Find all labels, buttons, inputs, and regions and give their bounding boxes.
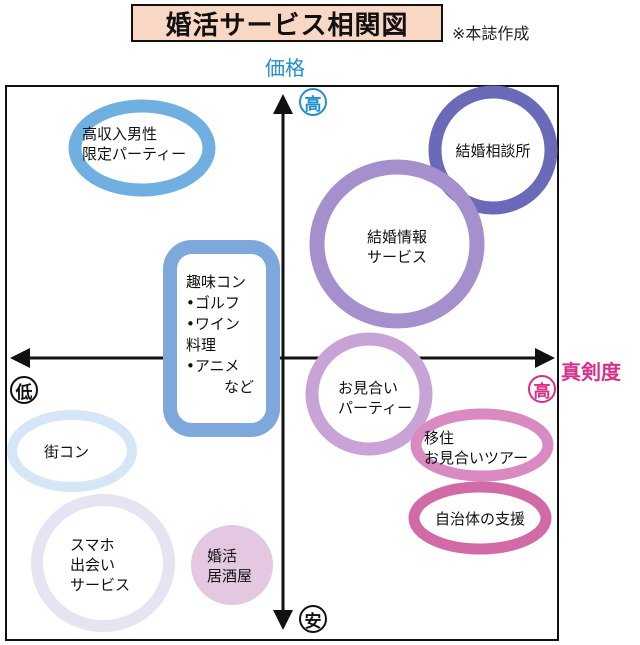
ring-high-income xyxy=(68,99,216,197)
label-hobby: 趣味コン •ゴルフ •ワイン 料理 •アニメ など xyxy=(186,272,254,398)
seriousness-low-badge: 低 xyxy=(10,376,38,404)
label-line: 自治体の支援 xyxy=(434,510,525,528)
label-line: 料理 xyxy=(186,336,217,354)
label-line: 移住 xyxy=(424,429,455,447)
label-line: 高収入男性 xyxy=(82,125,158,143)
label-line: サービス xyxy=(366,248,427,266)
label-machi-kon: 街コン xyxy=(44,442,89,462)
price-high-badge: 高 xyxy=(299,88,327,116)
diagram-title: 婚活サービス相関図 xyxy=(131,4,443,42)
label-line: お見合い xyxy=(338,379,399,397)
price-low-badge: 安 xyxy=(299,605,327,633)
label-line: •アニメ xyxy=(186,357,240,375)
seriousness-high-badge: 高 xyxy=(528,375,556,403)
label-info-service: 結婚情報 サービス xyxy=(347,227,447,267)
seriousness-axis-label: 真剣度 xyxy=(561,360,621,384)
vertical-axis-arrow-bottom xyxy=(273,610,293,630)
horizontal-axis-arrow-right xyxy=(535,348,555,368)
label-line: 結婚情報 xyxy=(366,228,427,246)
label-line: など xyxy=(224,378,255,396)
label-municipal: 自治体の支援 xyxy=(420,509,540,529)
label-consultation: 結婚相談所 xyxy=(443,141,543,161)
ring-izakaya xyxy=(191,525,273,605)
label-line: 限定パーティー xyxy=(82,145,187,163)
ring-info-service xyxy=(309,159,485,329)
source-note: ※本誌作成 xyxy=(452,24,530,43)
label-relocation-tour: 移住 お見合いツアー xyxy=(424,428,528,468)
label-line: サービス xyxy=(70,576,131,594)
label-line: 婚活 xyxy=(207,547,238,565)
label-omiai-party: お見合い パーティー xyxy=(338,378,412,418)
horizontal-axis-arrow-left xyxy=(10,348,30,368)
label-line: 出会い xyxy=(70,556,116,574)
label-line: お見合いツアー xyxy=(424,449,529,467)
label-izakaya: 婚活 居酒屋 xyxy=(207,546,252,586)
label-line: 街コン xyxy=(44,443,90,461)
label-smartphone: スマホ 出会い サービス xyxy=(70,535,130,595)
diagram-frame xyxy=(5,85,559,641)
label-line: •ワイン xyxy=(186,315,240,333)
ring-smartphone xyxy=(31,494,175,632)
ring-municipal xyxy=(408,481,552,555)
label-line: スマホ xyxy=(70,536,115,554)
label-line: •ゴルフ xyxy=(186,294,240,312)
price-axis-label: 価格 xyxy=(265,56,305,80)
ring-consultation xyxy=(428,85,558,215)
ring-machi-kon xyxy=(7,410,137,492)
label-high-income: 高収入男性 限定パーティー xyxy=(82,124,186,164)
label-line: 居酒屋 xyxy=(207,567,253,585)
vertical-axis-arrow-top xyxy=(273,94,293,114)
label-line: 趣味コン xyxy=(186,273,247,291)
ring-omiai-party xyxy=(305,332,433,456)
label-line: パーティー xyxy=(338,399,413,417)
label-line: 結婚相談所 xyxy=(455,142,531,160)
ring-hobby xyxy=(163,240,280,437)
ring-relocation-tour xyxy=(410,408,554,482)
